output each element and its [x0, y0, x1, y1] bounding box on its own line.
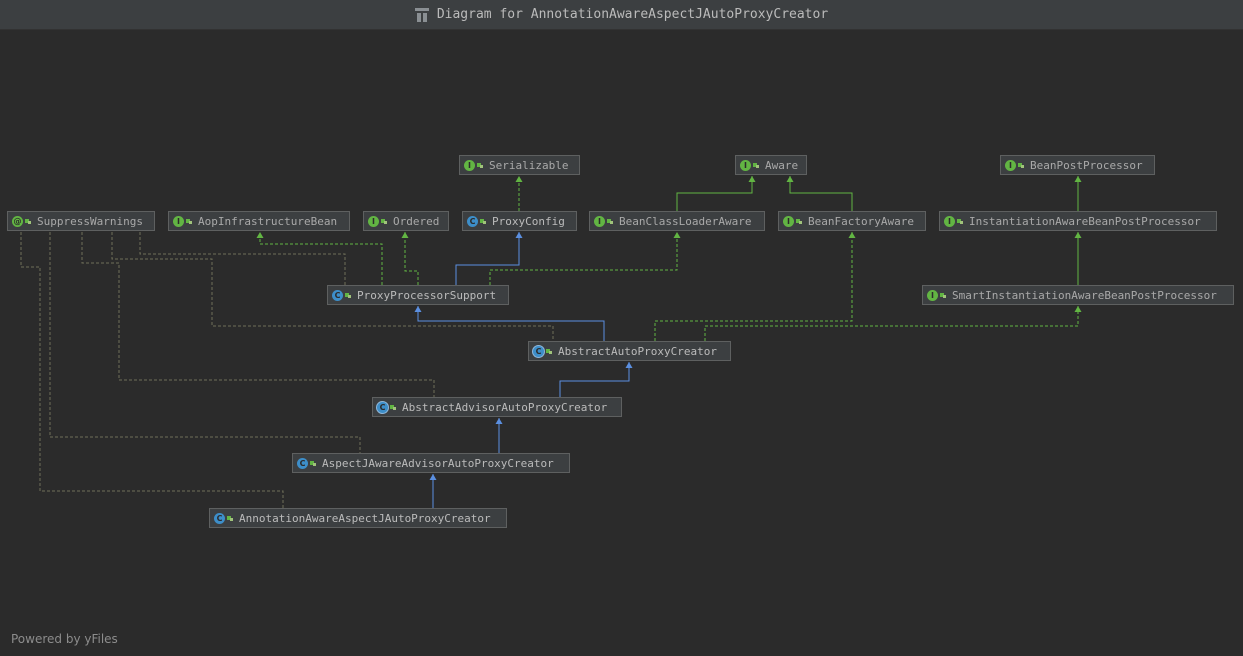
- visibility-icon: [607, 218, 613, 224]
- interface-icon: I: [783, 215, 794, 227]
- node-label: AnnotationAwareAspectJAutoProxyCreator: [239, 511, 491, 525]
- edge-annotation-suppress-warnings: [139, 232, 346, 285]
- node-aspectj-aware-advisor-auto-proxy-creator[interactable]: C AspectJAwareAdvisorAutoProxyCreator: [292, 453, 570, 473]
- node-label: BeanFactoryAware: [808, 214, 914, 228]
- visibility-icon: [381, 218, 387, 224]
- edge-annotation-suppress-warnings: [49, 232, 361, 453]
- edge-abstract-advisor-auto-proxy-creator-to-abstract-auto-proxy-creator: [559, 362, 633, 397]
- interface-icon: I: [944, 215, 955, 227]
- node-bean-class-loader-aware[interactable]: I BeanClassLoaderAware: [589, 211, 765, 231]
- visibility-icon: [1018, 162, 1024, 168]
- diagram-icon: [414, 7, 429, 22]
- interface-icon: I: [1005, 159, 1016, 171]
- node-bean-factory-aware[interactable]: I BeanFactoryAware: [778, 211, 926, 231]
- visibility-icon: [796, 218, 802, 224]
- node-label: AbstractAutoProxyCreator: [558, 344, 717, 358]
- node-aop-infrastructure-bean[interactable]: I AopInfrastructureBean: [168, 211, 350, 231]
- visibility-icon: [546, 348, 552, 354]
- node-annotation-aware-aspectj-auto-proxy-creator[interactable]: C AnnotationAwareAspectJAutoProxyCreator: [209, 508, 507, 528]
- class-icon: C: [214, 512, 225, 524]
- powered-by-label: Powered by yFiles: [11, 632, 118, 646]
- node-abstract-auto-proxy-creator[interactable]: C AbstractAutoProxyCreator: [528, 341, 731, 361]
- visibility-icon: [310, 460, 316, 466]
- node-label: SuppressWarnings: [37, 214, 143, 228]
- edge-annotation-suppress-warnings: [81, 232, 435, 397]
- window-title: Diagram for AnnotationAwareAspectJAutoPr…: [436, 7, 829, 22]
- node-label: InstantiationAwareBeanPostProcessor: [969, 214, 1201, 228]
- class-icon: C: [332, 289, 343, 301]
- node-label: AopInfrastructureBean: [198, 214, 338, 228]
- node-label: BeanPostProcessor: [1030, 158, 1143, 172]
- node-label: Aware: [765, 158, 799, 172]
- node-proxy-processor-support[interactable]: C ProxyProcessorSupport: [327, 285, 509, 305]
- edge-annotation-suppress-warnings: [111, 232, 554, 341]
- node-label: BeanClassLoaderAware: [619, 214, 752, 228]
- edge-abstract-auto-proxy-creator-to-bean-factory-aware: [654, 232, 856, 341]
- edge-proxy-processor-support-to-bean-class-loader-aware: [489, 232, 681, 285]
- node-serializable[interactable]: I Serializable: [459, 155, 580, 175]
- node-label: Ordered: [393, 214, 440, 228]
- visibility-icon: [390, 404, 396, 410]
- interface-icon: I: [594, 215, 605, 227]
- edges-layer: [20, 176, 1082, 508]
- node-label: AspectJAwareAdvisorAutoProxyCreator: [322, 456, 554, 470]
- edge-instantiation-aware-bpp-to-bean-post-processor: [1074, 176, 1082, 211]
- abstract-class-icon: C: [533, 345, 544, 357]
- node-smart-instantiation-aware-bean-post-processor[interactable]: I SmartInstantiationAwareBeanPostProcess…: [922, 285, 1234, 305]
- visibility-icon: [186, 218, 192, 224]
- node-label: AbstractAdvisorAutoProxyCreator: [402, 400, 608, 414]
- visibility-icon: [480, 218, 486, 224]
- node-abstract-advisor-auto-proxy-creator[interactable]: C AbstractAdvisorAutoProxyCreator: [372, 397, 622, 417]
- node-ordered[interactable]: I Ordered: [363, 211, 449, 231]
- visibility-icon: [25, 218, 31, 224]
- edge-smart-instantiation-aware-bpp-to-instantiation-aware-bpp: [1074, 232, 1082, 285]
- visibility-icon: [940, 292, 946, 298]
- visibility-icon: [477, 162, 483, 168]
- node-bean-post-processor[interactable]: I BeanPostProcessor: [1000, 155, 1155, 175]
- node-label: SmartInstantiationAwareBeanPostProcessor: [952, 288, 1217, 302]
- edge-proxy-processor-support-to-aop-infrastructure-bean: [256, 232, 383, 285]
- edge-abstract-auto-proxy-creator-to-proxy-processor-support: [414, 306, 605, 341]
- edge-bean-class-loader-aware-to-aware: [676, 176, 756, 211]
- interface-icon: I: [464, 159, 475, 171]
- node-label: ProxyProcessorSupport: [357, 288, 497, 302]
- abstract-class-icon: C: [377, 401, 388, 413]
- visibility-icon: [227, 515, 233, 521]
- visibility-icon: [753, 162, 759, 168]
- visibility-icon: [957, 218, 963, 224]
- class-icon: C: [467, 215, 478, 227]
- edge-proxy-config-to-serializable: [515, 176, 523, 211]
- node-label: ProxyConfig: [492, 214, 565, 228]
- interface-icon: I: [173, 215, 184, 227]
- interface-icon: I: [927, 289, 938, 301]
- annotation-icon: @: [12, 215, 23, 227]
- edge-bean-factory-aware-to-aware: [786, 176, 853, 211]
- class-icon: C: [297, 457, 308, 469]
- diagram-canvas[interactable]: I Serializable I Aware I BeanPostProcess…: [0, 30, 1243, 656]
- node-proxy-config[interactable]: C ProxyConfig: [462, 211, 577, 231]
- edge-annotation-aware-aspectj-auto-proxy-creator-to-aspectj-aware-advisor-auto-proxy-creator: [429, 474, 437, 508]
- node-aware[interactable]: I Aware: [735, 155, 807, 175]
- node-label: Serializable: [489, 158, 569, 172]
- window-title-bar: Diagram for AnnotationAwareAspectJAutoPr…: [0, 0, 1243, 30]
- edge-abstract-auto-proxy-creator-to-smart-instantiation-aware-bpp: [704, 306, 1082, 341]
- visibility-icon: [345, 292, 351, 298]
- edge-aspectj-aware-advisor-auto-proxy-creator-to-abstract-advisor-auto-proxy-creator: [495, 418, 503, 453]
- edge-proxy-processor-support-to-proxy-config: [455, 232, 523, 285]
- edge-proxy-processor-support-to-ordered: [401, 232, 419, 285]
- node-instantiation-aware-bean-post-processor[interactable]: I InstantiationAwareBeanPostProcessor: [939, 211, 1217, 231]
- edge-annotation-suppress-warnings: [20, 232, 284, 508]
- interface-icon: I: [740, 159, 751, 171]
- interface-icon: I: [368, 215, 379, 227]
- node-suppress-warnings[interactable]: @ SuppressWarnings: [7, 211, 155, 231]
